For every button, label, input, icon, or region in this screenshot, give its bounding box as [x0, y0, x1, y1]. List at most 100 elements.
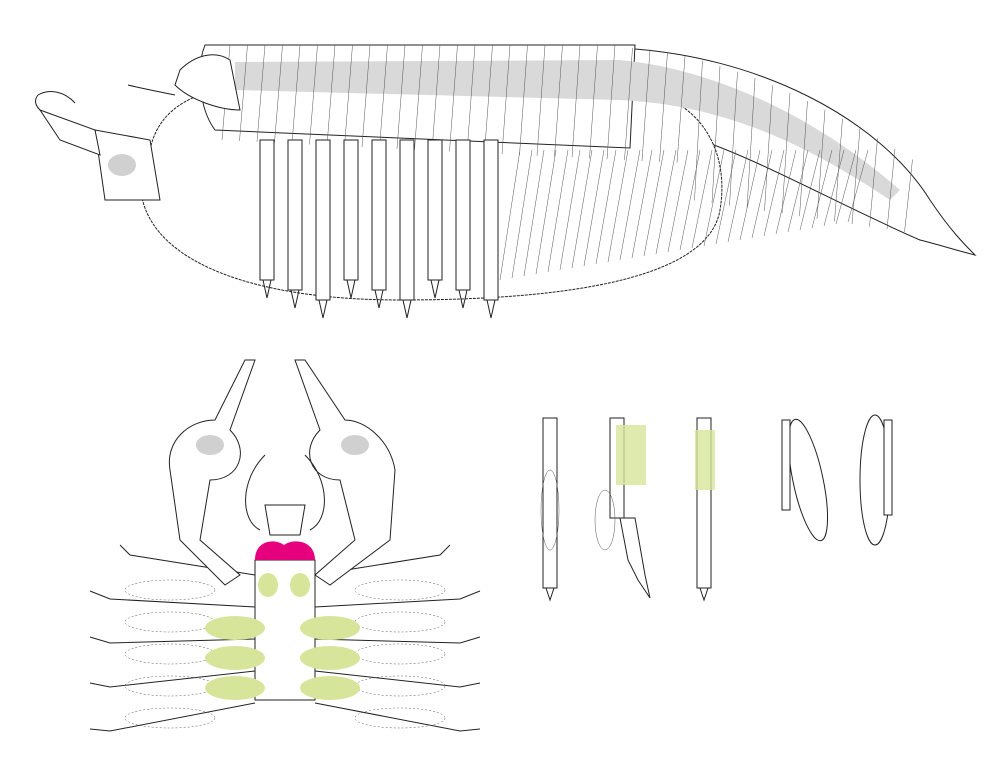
leg-claw: [262, 279, 272, 299]
segment-line: [869, 138, 878, 227]
segment-line: [746, 78, 756, 209]
right-leg: [314, 544, 451, 576]
trunk-segment-lines: [221, 44, 913, 232]
walking-leg: [399, 139, 415, 301]
exopod-lamella: [787, 149, 809, 233]
segment-line: [816, 109, 826, 219]
right-leg: [314, 670, 481, 688]
left-exopod: [124, 707, 216, 729]
segment-line: [484, 44, 493, 154]
walking-leg: [427, 139, 443, 281]
appendage-5: [859, 414, 893, 546]
exopod-lamella: [799, 149, 821, 231]
segment-line: [886, 148, 896, 230]
segment-line: [379, 44, 388, 148]
exopod-lamella: [847, 149, 869, 223]
appendage-1: [540, 417, 560, 602]
exopod-lamella: [619, 149, 641, 261]
segment-line: [431, 44, 441, 151]
left-exopod: [124, 611, 216, 633]
segment-line: [414, 44, 423, 150]
hypostome: [264, 504, 306, 536]
segment-line: [256, 44, 266, 142]
segment-line: [519, 44, 528, 155]
exopod-lamella: [523, 149, 545, 277]
segment-line: [291, 44, 301, 144]
right-gill: [300, 646, 360, 670]
segment-line: [764, 85, 773, 211]
appendage-4: [781, 418, 829, 542]
exopod-lamella: [703, 149, 725, 247]
appendage-2: [594, 417, 651, 599]
exopod-lamella: [751, 149, 773, 239]
exopod-lamella: [595, 149, 617, 265]
great-appendage-lateral: [35, 91, 161, 201]
segment-line: [694, 60, 703, 201]
walking-leg: [483, 139, 499, 301]
leg-claw: [430, 279, 440, 299]
left-leg: [89, 636, 256, 644]
segment-line: [396, 44, 406, 149]
exopod-lamella: [655, 149, 677, 255]
right-exopod: [354, 611, 446, 633]
left-exopod: [124, 579, 216, 601]
left-small-gill: [258, 573, 278, 597]
exopod-lamella: [643, 149, 665, 257]
leg-claw: [374, 289, 384, 309]
exopod-lamella: [583, 149, 605, 267]
exopod-lamella: [499, 149, 521, 281]
exopod-lamella: [763, 149, 785, 237]
walking-leg: [455, 139, 471, 291]
right-gill: [300, 616, 360, 640]
segment-line: [326, 44, 336, 146]
exopod-lamella: [547, 149, 569, 273]
left-gill: [205, 616, 265, 640]
segment-line: [589, 44, 598, 159]
right-leg: [314, 590, 481, 608]
left-leg: [89, 670, 256, 688]
segment-line: [799, 101, 808, 217]
exopod-lamella: [667, 149, 689, 253]
leg-claw: [318, 299, 328, 319]
segment-line: [904, 159, 913, 232]
mouth-highlight: [255, 541, 315, 560]
exopod-lamella: [835, 149, 857, 225]
exopod-lamella: [571, 149, 593, 269]
appendage-3: [695, 417, 715, 602]
leg-claw: [458, 289, 468, 309]
exopod-lamella: [535, 149, 557, 275]
segment-line: [659, 52, 668, 162]
right-exopod: [354, 675, 446, 697]
walking-leg: [371, 139, 387, 291]
exopod-lamella: [775, 149, 797, 235]
left-exopod: [124, 675, 216, 697]
right-gill: [300, 676, 360, 700]
left-leg: [89, 590, 256, 608]
gill-setae: [205, 573, 360, 700]
gut-stripe: [235, 60, 900, 200]
left-gill: [205, 676, 265, 700]
leg-claw: [486, 299, 496, 319]
segment-line: [361, 44, 371, 148]
leg-claw: [290, 289, 300, 309]
segment-line: [676, 56, 686, 163]
eye-spot: [108, 154, 136, 176]
exopod-lamella: [727, 149, 749, 243]
segment-line: [571, 44, 581, 158]
exopod-lamella: [691, 149, 713, 249]
segment-line: [449, 44, 458, 152]
segment-line: [309, 44, 318, 145]
walking-leg: [315, 139, 331, 301]
ventral-view: [89, 359, 481, 732]
leg-claw: [402, 299, 412, 319]
exopod-lamella: [811, 149, 833, 229]
right-exopod: [354, 643, 446, 665]
left-exopod: [124, 643, 216, 665]
right-small-gill: [290, 573, 310, 597]
leg-claw: [346, 279, 356, 299]
exopod-lamella: [511, 149, 533, 279]
segment-line: [274, 44, 283, 143]
head-shield: [174, 54, 241, 111]
left-gill: [205, 646, 265, 670]
